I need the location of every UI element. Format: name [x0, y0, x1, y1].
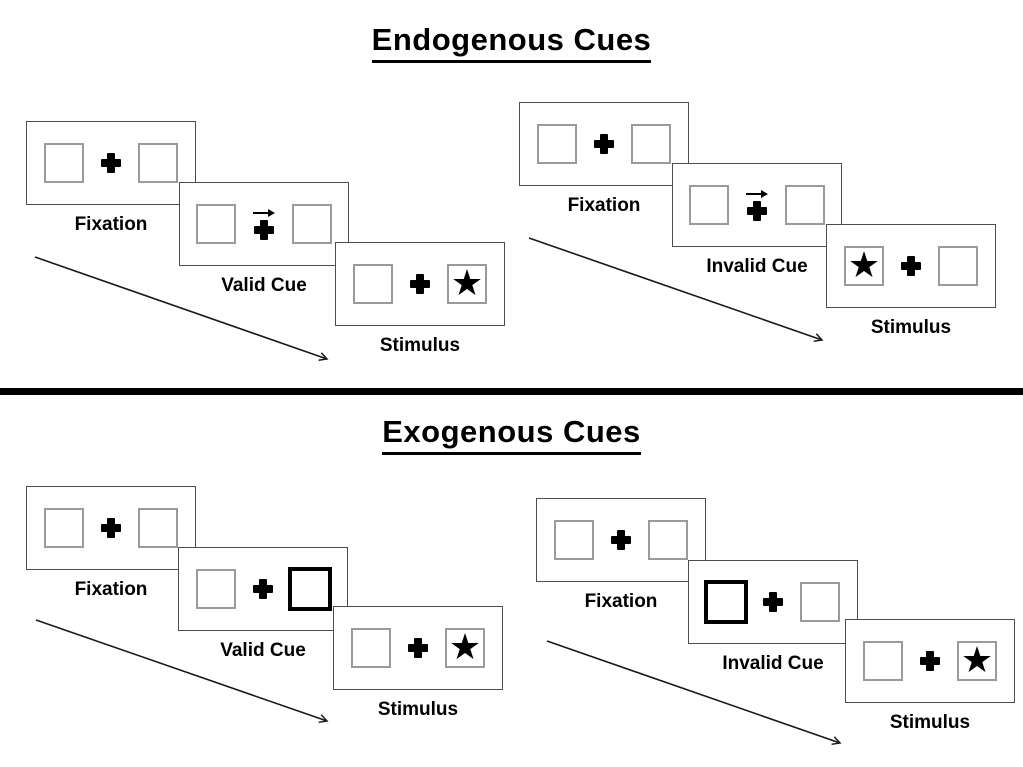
fixation-cross-icon: [747, 200, 767, 221]
left-box: [196, 204, 236, 244]
star-icon: ★: [847, 244, 881, 285]
left-box: [44, 508, 84, 548]
trial-panel: [536, 498, 706, 582]
fixation-area: [253, 579, 273, 599]
star-icon: ★: [448, 626, 482, 667]
fixation-cross-icon: [253, 579, 273, 599]
star-icon: ★: [450, 262, 484, 303]
left-box: [353, 264, 393, 304]
fixation-cross-icon: [594, 134, 614, 154]
fixation-cross-icon: [611, 530, 631, 550]
right-box: [292, 204, 332, 244]
trial-panel: ★: [845, 619, 1015, 703]
left-box: [196, 569, 236, 609]
right-box: [785, 185, 825, 225]
left-box: [537, 124, 577, 164]
fixation-area: [101, 518, 121, 538]
right-box: [138, 508, 178, 548]
fixation-area: [920, 651, 940, 671]
panel-label: Fixation: [74, 214, 148, 235]
trial-panel: [688, 560, 858, 644]
right-box: [138, 143, 178, 183]
trial-panel: [26, 486, 196, 570]
left-box: [351, 628, 391, 668]
left-box: [704, 580, 748, 624]
cue-arrow-icon: [253, 208, 275, 218]
right-box: ★: [447, 264, 487, 304]
right-box: [631, 124, 671, 164]
timeline-arrow: [528, 237, 822, 340]
timeline-arrow: [34, 256, 327, 359]
trial-panel: [26, 121, 196, 205]
trial-panel: [179, 182, 349, 266]
right-box: [288, 567, 332, 611]
fixation-cross-icon: [101, 518, 121, 538]
left-box: [44, 143, 84, 183]
panel-label: Fixation: [584, 591, 658, 612]
panel-label: Stimulus: [379, 335, 461, 356]
left-box: [863, 641, 903, 681]
fixation-area: [408, 638, 428, 658]
left-box: [554, 520, 594, 560]
panel-label: Valid Cue: [220, 640, 306, 661]
left-box: [689, 185, 729, 225]
section-title-endogenous: Endogenous Cues: [0, 22, 1023, 64]
right-box: [800, 582, 840, 622]
right-box: [648, 520, 688, 560]
fixation-cross-icon: [901, 256, 921, 276]
star-icon: ★: [960, 639, 994, 680]
right-box: ★: [957, 641, 997, 681]
trial-panel: ★: [335, 242, 505, 326]
fixation-area: [763, 592, 783, 612]
trial-panel: [178, 547, 348, 631]
trial-panel: ★: [826, 224, 996, 308]
fixation-area: [594, 134, 614, 154]
fixation-area: [746, 189, 768, 221]
fixation-cross-icon: [920, 651, 940, 671]
panel-label: Fixation: [74, 579, 148, 600]
fixation-cross-icon: [101, 153, 121, 173]
trial-panel: [672, 163, 842, 247]
fixation-cross-icon: [763, 592, 783, 612]
section-title-exogenous: Exogenous Cues: [0, 414, 1023, 456]
panel-label: Stimulus: [889, 712, 971, 733]
trial-panel: [519, 102, 689, 186]
panel-label: Stimulus: [870, 317, 952, 338]
timeline-arrow: [35, 619, 327, 721]
fixation-cross-icon: [410, 274, 430, 294]
trial-panel: ★: [333, 606, 503, 690]
panel-label: Invalid Cue: [706, 256, 808, 277]
fixation-area: [611, 530, 631, 550]
fixation-area: [410, 274, 430, 294]
fixation-cross-icon: [254, 219, 274, 240]
fixation-area: [901, 256, 921, 276]
panel-label: Valid Cue: [221, 275, 307, 296]
right-box: ★: [445, 628, 485, 668]
section-divider: [0, 388, 1023, 395]
left-box: ★: [844, 246, 884, 286]
fixation-area: [101, 153, 121, 173]
panel-label: Fixation: [567, 195, 641, 216]
panel-label: Invalid Cue: [722, 653, 824, 674]
right-box: [938, 246, 978, 286]
fixation-area: [253, 208, 275, 240]
fixation-cross-icon: [408, 638, 428, 658]
panel-label: Stimulus: [377, 699, 459, 720]
cue-arrow-icon: [746, 189, 768, 199]
